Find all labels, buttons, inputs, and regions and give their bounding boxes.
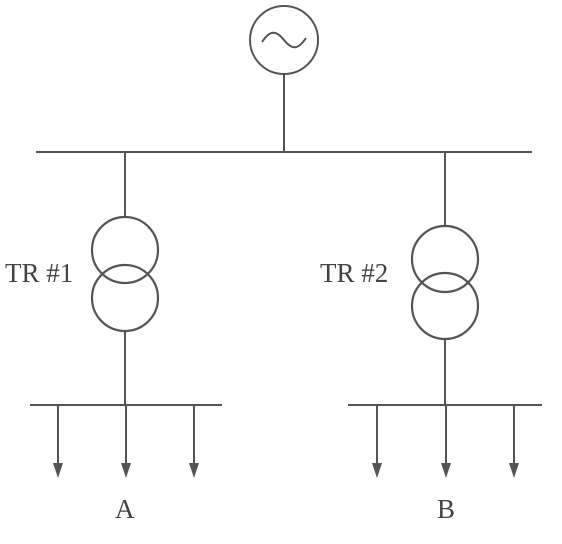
sine-wave-icon	[261, 31, 307, 49]
load-b-1	[372, 405, 382, 478]
load-a-3	[189, 405, 199, 478]
transformer-2-secondary-coil	[410, 271, 480, 341]
load-arrow-icon	[189, 463, 199, 478]
transformer-1-label: TR #1	[5, 258, 73, 288]
load-bus-a-label: A	[115, 494, 135, 524]
load-arrow-icon	[509, 463, 519, 478]
load-a-2	[121, 405, 131, 478]
load-arrow-icon	[441, 463, 451, 478]
load-arrow-icon	[372, 463, 382, 478]
transformer-2-label: TR #2	[320, 258, 388, 288]
ac-generator	[249, 5, 319, 75]
load-bus-b-label: B	[437, 494, 455, 524]
load-arrow-icon	[121, 463, 131, 478]
transformer-2	[410, 224, 480, 341]
load-b-2	[441, 405, 451, 478]
transformer-2-primary-coil	[410, 224, 480, 294]
transformer-1	[90, 215, 160, 333]
load-b-3	[509, 405, 519, 478]
load-a-1	[53, 405, 63, 478]
branch-1: TR #1 A	[5, 152, 222, 524]
transformer-1-secondary-coil	[90, 263, 160, 333]
load-arrow-icon	[53, 463, 63, 478]
branch-2: TR #2 B	[320, 152, 542, 524]
transformer-1-primary-coil	[90, 215, 160, 285]
